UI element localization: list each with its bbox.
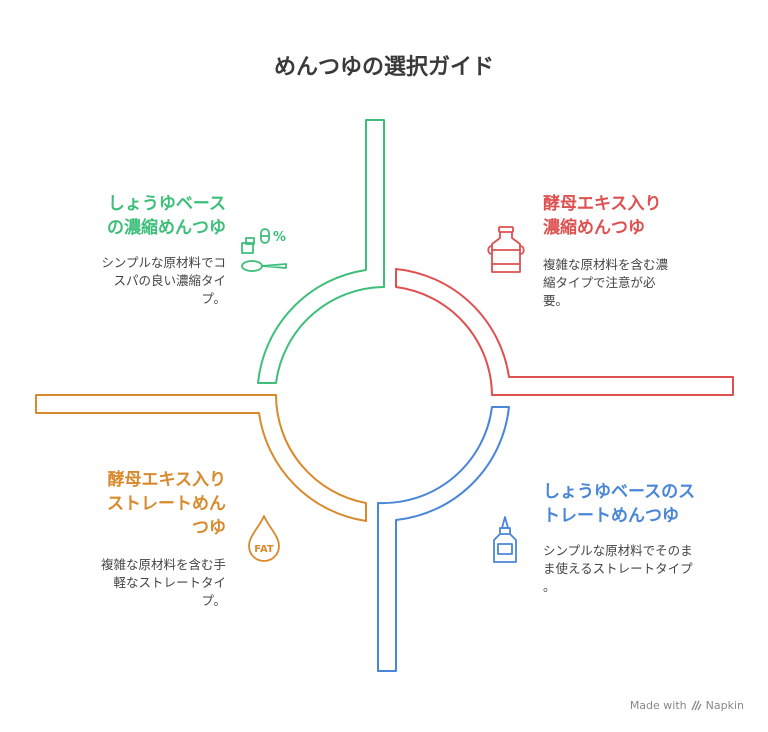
- top-left-description: シンプルな原材料でコ スパの良い濃縮タイ プ。: [50, 254, 226, 308]
- bottom-right-title-line: しょうゆベースのス: [543, 482, 696, 502]
- top-left-title: しょうゆベース の濃縮めんつゆ: [40, 192, 226, 240]
- bottom-left-title-line: 酵母エキス入り: [107, 470, 227, 490]
- bottom-left-desc-line: プ。: [201, 593, 226, 608]
- bottom-right-desc-line: 。: [543, 579, 556, 594]
- bottom-right-desc-line: シンプルな原材料でそのま: [543, 543, 693, 558]
- bottom-right-description: シンプルな原材料でそのま ま使えるストレートタイプ 。: [543, 542, 743, 596]
- bottom-left-title-line: つゆ: [192, 518, 226, 538]
- blue-quadrant-shape: [377, 406, 510, 672]
- milk-can-icon: [487, 226, 525, 273]
- top-right-title: 酵母エキス入り 濃縮めんつゆ: [543, 192, 743, 240]
- top-left-title-line: の濃縮めんつゆ: [107, 218, 226, 238]
- bottom-right-title: しょうゆベースのス トレートめんつゆ: [543, 480, 753, 528]
- page-title: めんつゆの選択ガイド: [273, 55, 494, 80]
- bottom-right-desc-line: ま使えるストレートタイプ: [543, 561, 693, 576]
- top-right-title-line: 酵母エキス入り: [543, 194, 662, 214]
- top-right-description: 複雑な原材料を含む濃 縮タイプで注意が必 要。: [543, 256, 733, 310]
- percent-label: %: [273, 230, 286, 245]
- brand-footer: Made with Napkin: [630, 699, 744, 712]
- orange-quadrant-shape: [35, 394, 367, 522]
- bottom-left-title-line: ストレートめん: [107, 494, 226, 514]
- top-left-title-line: しょうゆベース: [107, 194, 226, 214]
- green-quadrant-shape: [257, 119, 385, 384]
- made-with-label: Made with: [629, 699, 687, 712]
- bottom-left-title: 酵母エキス入り ストレートめん つゆ: [40, 468, 226, 540]
- bottom-right-title-line: トレートめんつゆ: [543, 506, 679, 526]
- top-left-desc-line: シンプルな原材料でコ: [101, 255, 226, 270]
- brand-name: Napkin: [705, 699, 744, 712]
- top-right-desc-line: 要。: [543, 293, 569, 308]
- top-right-desc-line: 縮タイプで注意が必: [543, 275, 656, 290]
- fat-label: FAT: [254, 544, 274, 555]
- bottom-left-desc-line: 複雑な原材料を含む手: [100, 557, 226, 572]
- sauce-bottle-icon: [493, 516, 517, 563]
- red-quadrant-shape: [395, 268, 734, 396]
- top-left-desc-line: プ。: [201, 291, 226, 306]
- bottom-left-desc-line: 軽なストレートタイ: [113, 575, 226, 590]
- measuring-spoon-percent-icon: %: [241, 228, 287, 272]
- top-right-title-line: 濃縮めんつゆ: [543, 218, 645, 238]
- top-left-desc-line: スパの良い濃縮タイ: [113, 273, 226, 288]
- fat-drop-icon: FAT: [248, 515, 280, 562]
- bottom-left-description: 複雑な原材料を含む手 軽なストレートタイ プ。: [50, 556, 226, 610]
- napkin-logo-icon: [691, 700, 702, 711]
- top-right-desc-line: 複雑な原材料を含む濃: [543, 257, 669, 272]
